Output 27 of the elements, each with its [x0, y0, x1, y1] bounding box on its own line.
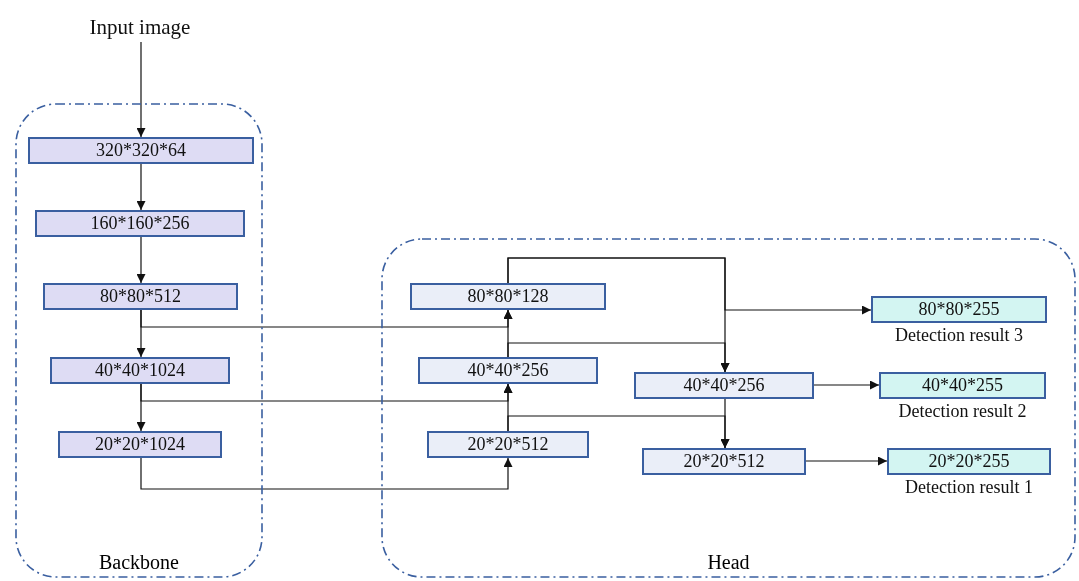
layer-box: 20*20*1024: [58, 431, 222, 458]
layer-box: 320*320*64: [28, 137, 254, 164]
group-region: [381, 238, 1076, 578]
group-label: Head: [706, 551, 751, 574]
result-caption: Detection result 3: [895, 325, 1023, 346]
arrow: [720, 398, 730, 449]
arrow: [507, 257, 872, 315]
arrow: [805, 456, 888, 466]
layer-box: 160*160*256: [35, 210, 245, 237]
arrow: [136, 41, 146, 138]
input-label: Input image: [70, 12, 210, 42]
arrow: [136, 236, 146, 284]
layer-box: 20*20*512: [427, 431, 589, 458]
layer-box: 80*80*128: [410, 283, 606, 310]
result-caption: Detection result 2: [898, 401, 1027, 422]
layer-box: 80*80*512: [43, 283, 238, 310]
arrow: [136, 163, 146, 211]
group-label: Backbone: [98, 551, 180, 574]
arrow: [140, 457, 513, 490]
group-region: [15, 103, 263, 578]
layer-box: 40*40*256: [634, 372, 814, 399]
arrow: [507, 342, 730, 373]
layer-box: 20*20*512: [642, 448, 806, 475]
arrow: [813, 380, 880, 390]
result-caption: Detection result 1: [905, 477, 1033, 498]
layer-box: 40*40*1024: [50, 357, 230, 384]
layer-box: 40*40*256: [418, 357, 598, 384]
